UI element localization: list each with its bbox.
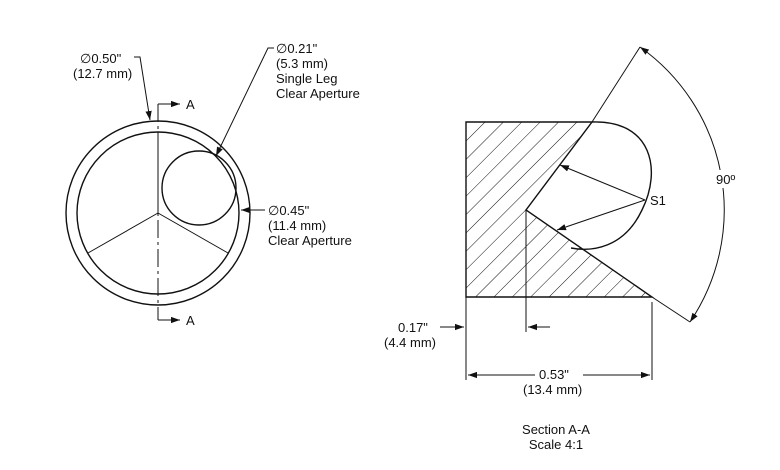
angle-extension-top	[591, 46, 641, 123]
clear-aperture-inch: ∅0.45"	[268, 203, 310, 218]
outer-diameter-inch: ∅0.50"	[80, 51, 122, 66]
offset-mm: (4.4 mm)	[384, 335, 436, 350]
divider-left	[87, 212, 159, 254]
surface-label: S1	[650, 193, 666, 208]
single-leg-circle	[161, 150, 237, 226]
front-view: A A ∅0.50" (12.7 mm) ∅0.21" (5.3 mm) Sin…	[65, 41, 360, 328]
s1-leader-upper	[559, 164, 646, 201]
section-body	[465, 121, 655, 298]
width-inch: 0.53"	[539, 367, 569, 382]
offset-inch: 0.17"	[398, 320, 428, 335]
scale-caption: Scale 4:1	[529, 437, 583, 452]
section-caption: Section A-A	[522, 422, 590, 437]
clear-aperture-line1: Clear Aperture	[268, 233, 352, 248]
outer-diameter-leader	[134, 56, 152, 121]
clear-aperture-mm: (11.4 mm)	[268, 218, 326, 233]
angle-extension-bottom	[651, 296, 691, 323]
section-label-bottom: A	[186, 313, 195, 328]
section-label-top: A	[186, 97, 195, 112]
single-leg-line2: Clear Aperture	[276, 86, 360, 101]
outer-diameter-mm: (12.7 mm)	[73, 66, 132, 81]
single-leg-inch: ∅0.21"	[276, 41, 318, 56]
angle-arc	[639, 46, 725, 323]
single-leg-line1: Single Leg	[276, 71, 337, 86]
angle-label: 90º	[716, 172, 735, 187]
divider-right	[157, 212, 229, 254]
single-leg-leader	[215, 47, 274, 157]
width-mm: (13.4 mm)	[523, 382, 582, 397]
section-view: 90º S1 0.17" (4.4 mm) 0.53" (13.4 mm) Se…	[384, 46, 746, 452]
s1-leader-lower	[556, 199, 646, 231]
single-leg-mm: (5.3 mm)	[276, 56, 328, 71]
